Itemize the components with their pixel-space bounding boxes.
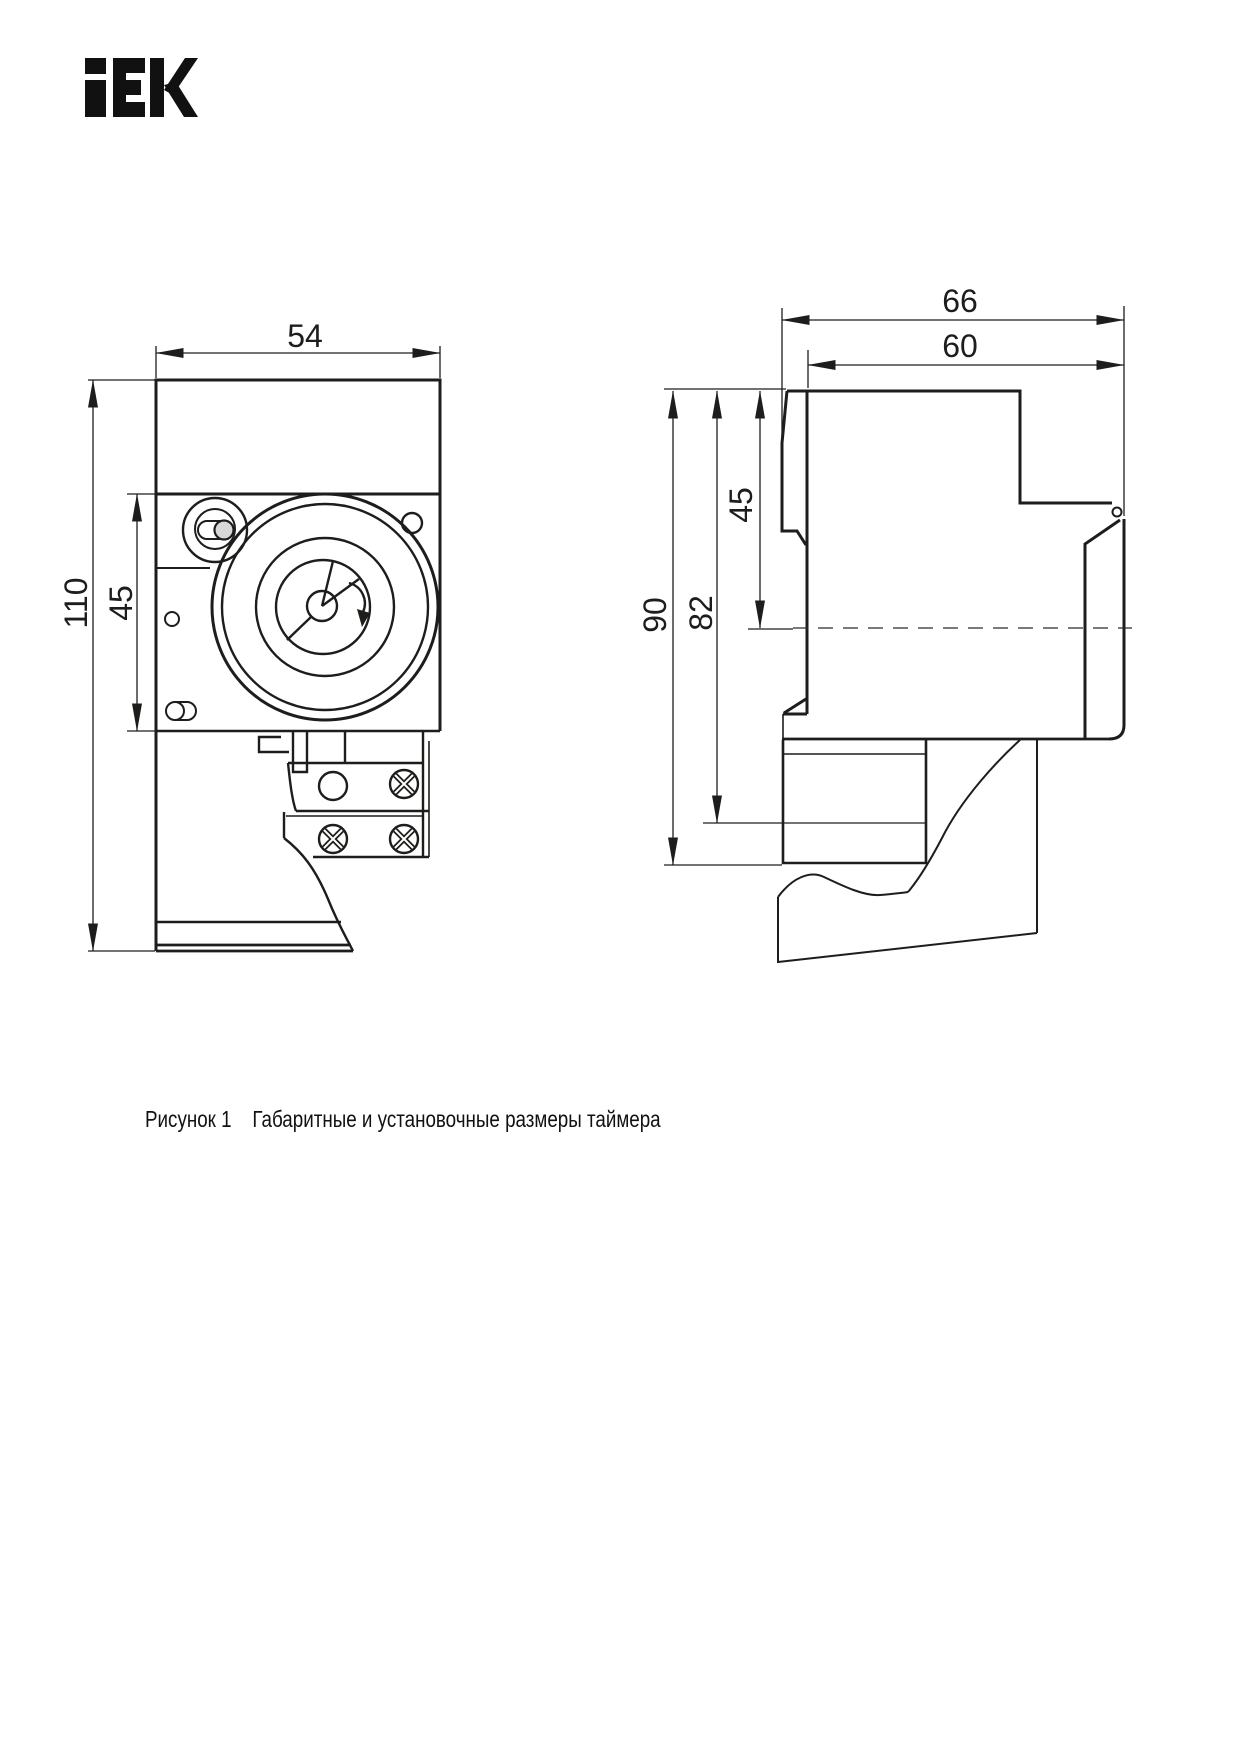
- dim-label-top-to-center: 45: [723, 487, 759, 523]
- figure-caption: Рисунок 1 Габаритные и установочные разме…: [145, 1106, 661, 1133]
- mode-switch: [181, 496, 249, 564]
- front-pilot-hole: [164, 611, 180, 627]
- mounting-panel-break: [777, 739, 1038, 964]
- terminal-hole: [317, 770, 349, 802]
- terminal-screw: [390, 770, 418, 798]
- rotation-arrow: [348, 581, 367, 613]
- dim-label-height-ext: 82: [683, 595, 719, 631]
- dim-label-width: 54: [287, 318, 323, 354]
- figure-caption-title: Габаритные и установочные размеры таймер…: [252, 1106, 661, 1132]
- iek-logo: [85, 58, 198, 117]
- side-view-drawing: 66 60 90 82 45: [637, 283, 1132, 964]
- dim-label-height-total: 90: [637, 597, 673, 633]
- timer-dial: [210, 492, 440, 722]
- dim-label-dial-height: 45: [103, 585, 139, 621]
- dim-label-depth-total: 66: [942, 283, 978, 319]
- front-pin: [165, 701, 197, 721]
- side-view-dimensions: 66 60 90 82 45: [637, 283, 1132, 866]
- dim-label-height: 110: [58, 577, 94, 628]
- dim-label-depth-body: 60: [942, 328, 978, 364]
- figure-caption-number: Рисунок 1: [145, 1106, 232, 1132]
- terminal-screw: [319, 825, 347, 853]
- terminal-section: [257, 731, 430, 952]
- terminal-screw: [390, 825, 418, 853]
- front-view-dimensions: 54 110 45: [58, 318, 441, 952]
- front-view-drawing: 54 110 45: [58, 318, 442, 953]
- iek-logo-glyphs: [85, 58, 198, 117]
- hinge-pivot: [1111, 506, 1123, 518]
